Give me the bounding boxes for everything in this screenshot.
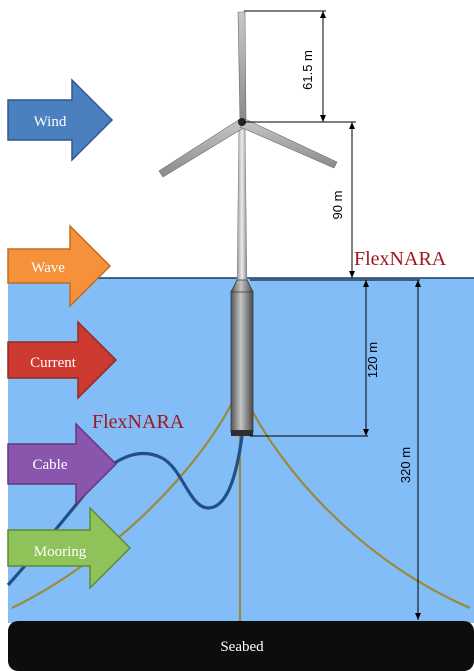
wave-arrow: Wave: [7, 224, 112, 308]
turbine-tower: [236, 121, 248, 289]
spar-draft-dimension: [250, 279, 420, 437]
water-depth-dimension: [415, 280, 421, 620]
cable-arrow-shape: [7, 422, 118, 506]
hub-height-label: 90 m: [330, 191, 345, 220]
water-depth-label: 320 m: [398, 447, 413, 483]
spar-bottom-cap: [231, 430, 253, 436]
seabed: [8, 621, 474, 671]
mooring-line-left: [11, 394, 237, 609]
wave-arrow-label: Wave: [31, 260, 65, 276]
wind-arrow-label: Wind: [34, 114, 67, 130]
cable-arrow-label: Cable: [33, 457, 68, 473]
wave-arrow-shape: [7, 224, 112, 308]
blade-right: [239, 118, 338, 169]
rotor-hub: [238, 118, 246, 126]
hub-height-dimension: [349, 122, 355, 278]
seabed-label: Seabed: [220, 639, 264, 655]
blade-upper: [237, 11, 247, 123]
flexnara-label-top: FlexNARA: [354, 248, 447, 270]
mooring-arrow-shape: [7, 506, 132, 590]
mooring-line-right: [243, 394, 471, 610]
current-arrow: Current: [7, 320, 118, 400]
spar-draft-label: 120 m: [365, 342, 380, 378]
power-cable: [6, 435, 244, 587]
blade-left: [158, 118, 246, 178]
current-arrow-label: Current: [30, 355, 77, 371]
spar-buoy: [230, 289, 254, 435]
current-arrow-shape: [7, 320, 118, 400]
wind-arrow-shape: [7, 78, 114, 162]
mooring-arrow: Mooring: [7, 506, 132, 590]
mooring-arrow-label: Mooring: [34, 544, 87, 560]
cable-arrow: Cable: [7, 422, 118, 506]
wind-arrow: Wind: [7, 78, 114, 162]
flexnara-label-mid: FlexNARA: [92, 411, 185, 433]
rotor-height-dimension: [244, 10, 356, 123]
spar-taper: [230, 279, 254, 293]
rotor-height-label: 61.5 m: [300, 50, 315, 90]
